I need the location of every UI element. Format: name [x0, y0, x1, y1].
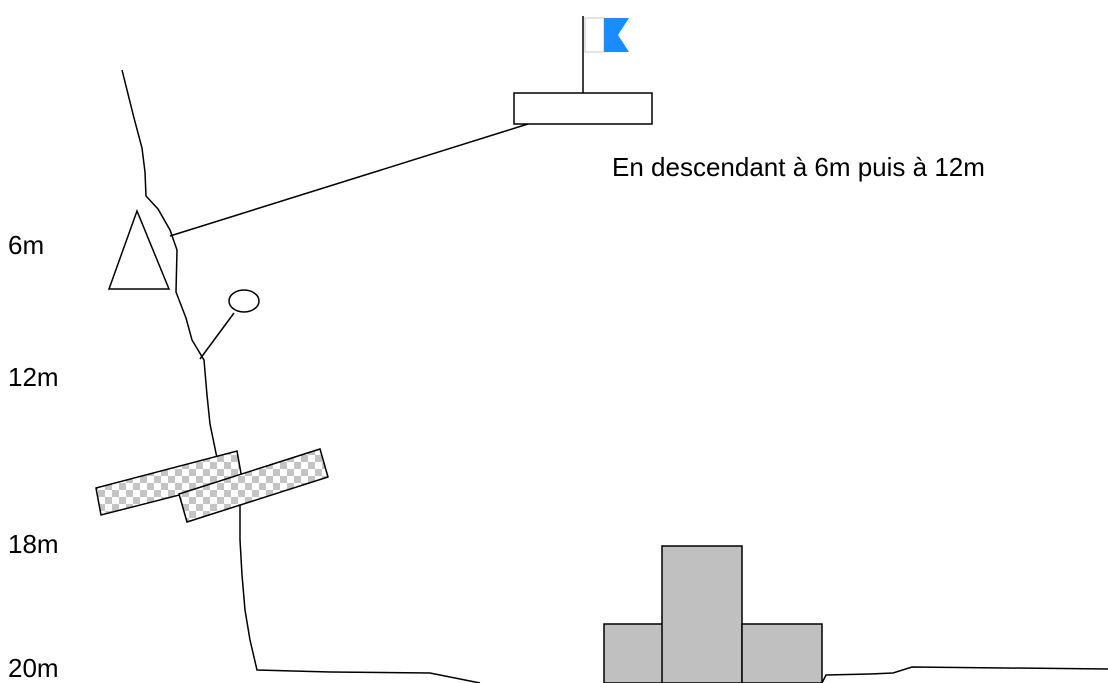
depth-label-20m: 20m	[8, 653, 59, 683]
depth-label-6m: 6m	[8, 230, 44, 260]
dive-flag-icon	[604, 18, 629, 52]
bubble-line	[199, 312, 235, 360]
buoy-float	[513, 92, 653, 125]
depth-label-18m: 18m	[8, 529, 59, 559]
flag-white-part	[584, 17, 605, 53]
triangle-marker	[107, 208, 171, 290]
stone-block-right	[741, 623, 823, 683]
buoy-line	[169, 123, 529, 237]
stone-block-center	[661, 545, 743, 683]
small-buoy-circle	[228, 289, 260, 313]
stone-blocks	[603, 545, 823, 683]
surface-buoy	[513, 16, 653, 125]
depth-label-12m: 12m	[8, 362, 59, 392]
seabed-line-right	[821, 666, 1108, 683]
stone-block-left	[603, 623, 664, 683]
caption-text: En descendant à 6m puis à 12m	[612, 152, 985, 182]
wall-profile-line	[121, 69, 481, 683]
checkered-slab-right	[178, 448, 329, 523]
